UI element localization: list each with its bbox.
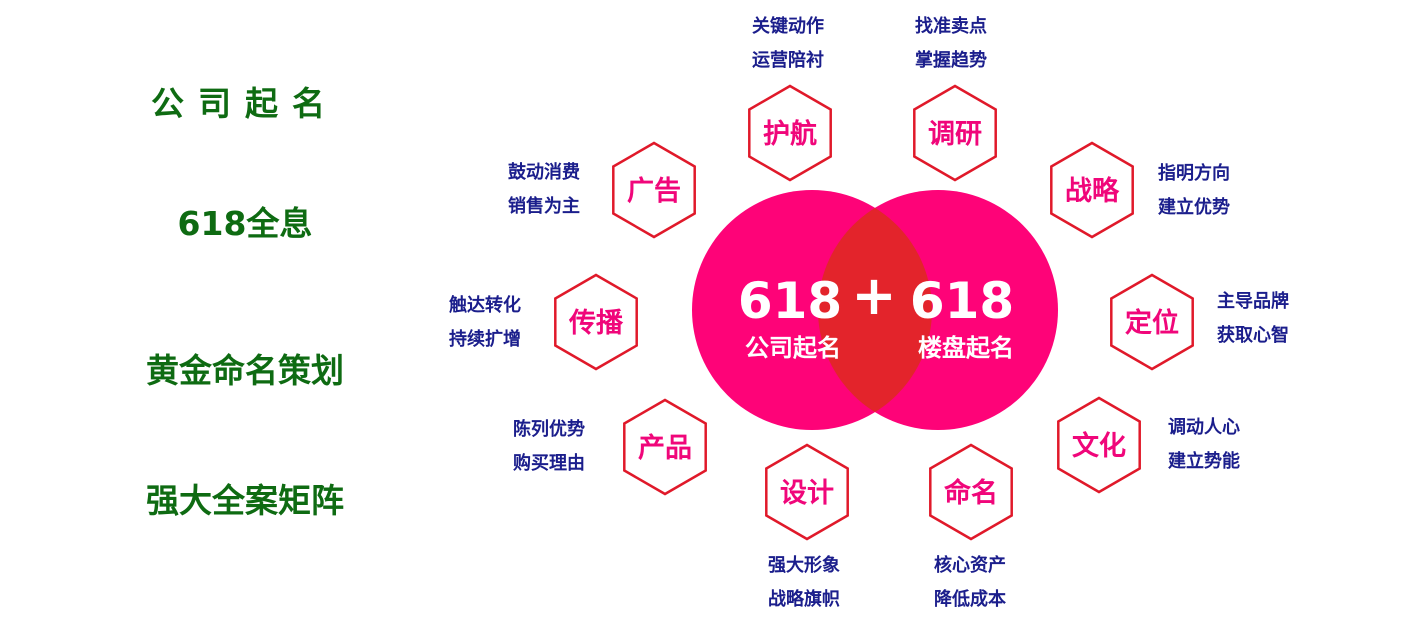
node-label-dingwei: 定位 [1125,307,1179,339]
caption-line: 持续扩增 [449,329,521,350]
caption-line: 关键动作 [752,16,824,37]
caption-line: 强大形象 [768,555,840,576]
title-golden-naming-plan: 黄金命名策划 [146,351,344,390]
caption-line: 调动人心 [1168,417,1240,438]
caption-zhanlue: 指明方向建立优势 [1158,157,1230,225]
node-label-zhanlue: 战略 [1065,175,1120,207]
hexagon-sheji [765,443,849,541]
left-label: 公司起名 [745,334,841,362]
caption-line: 运营陪衬 [752,50,824,71]
caption-chanpin: 陈列优势购买理由 [513,413,585,481]
hexagon-hunang [748,84,832,182]
node-label-guanggao: 广告 [627,176,681,207]
node-chuanbo: 传播 [554,273,638,371]
node-label-hunang: 护航 [763,118,817,150]
caption-line: 鼓动消费 [508,162,580,183]
caption-line: 建立势能 [1168,451,1240,472]
node-label-diaoyan: 调研 [928,119,982,150]
node-diaoyan: 调研 [913,84,997,182]
hexagon-chanpin [623,398,707,496]
node-label-wenhua: 文化 [1072,430,1126,462]
caption-line: 购买理由 [513,453,585,474]
caption-dingwei: 主导品牌获取心智 [1217,285,1289,353]
left-number: 618 [738,272,842,330]
node-chanpin: 产品 [623,398,707,496]
node-label-chanpin: 产品 [638,433,692,464]
hexagon-dingwei [1110,273,1194,371]
title-full-case-matrix: 强大全案矩阵 [146,481,344,520]
caption-line: 获取心智 [1217,325,1289,346]
caption-line: 降低成本 [934,589,1006,610]
caption-chuanbo: 触达转化持续扩增 [449,289,521,357]
node-guanggao: 广告 [612,141,696,239]
caption-sheji: 强大形象战略旗帜 [768,549,840,617]
hexagon-chuanbo [554,273,638,371]
node-dingwei: 定位 [1110,273,1194,371]
caption-line: 触达转化 [449,295,521,316]
node-mingming: 命名 [929,443,1013,541]
overlap-lens [818,190,932,430]
hexagon-diaoyan [913,84,997,182]
caption-wenhua: 调动人心建立势能 [1168,411,1240,479]
caption-line: 找准卖点 [915,16,987,37]
caption-line: 建立优势 [1158,197,1230,218]
caption-diaoyan: 找准卖点掌握趋势 [915,10,987,78]
node-hunang: 护航 [748,84,832,182]
caption-line: 战略旗帜 [768,589,840,610]
right-number: 618 [910,272,1014,330]
hexagon-guanggao [612,141,696,239]
caption-mingming: 核心资产降低成本 [934,549,1006,617]
caption-line: 主导品牌 [1217,291,1289,312]
node-wenhua: 文化 [1057,396,1141,494]
hexagon-zhanlue [1050,141,1134,239]
title-618-holographic: 618全息 [177,204,313,243]
title-company-naming: 公司起名 [151,84,339,123]
node-sheji: 设计 [765,443,849,541]
node-zhanlue: 战略 [1050,141,1134,239]
node-label-sheji: 设计 [780,478,834,509]
venn-circles [692,190,1058,430]
node-label-mingming: 命名 [944,477,998,509]
right-label: 楼盘起名 [918,334,1014,362]
plus-sign: + [851,264,896,327]
node-label-chuanbo: 传播 [568,308,624,339]
caption-line: 指明方向 [1158,163,1230,184]
hexagon-wenhua [1057,396,1141,494]
caption-line: 陈列优势 [513,419,585,440]
caption-guanggao: 鼓动消费销售为主 [508,156,580,224]
hexagon-mingming [929,443,1013,541]
caption-line: 核心资产 [934,555,1006,576]
caption-line: 销售为主 [508,196,580,217]
caption-line: 掌握趋势 [915,50,987,71]
caption-hunang: 关键动作运营陪衬 [752,10,824,78]
